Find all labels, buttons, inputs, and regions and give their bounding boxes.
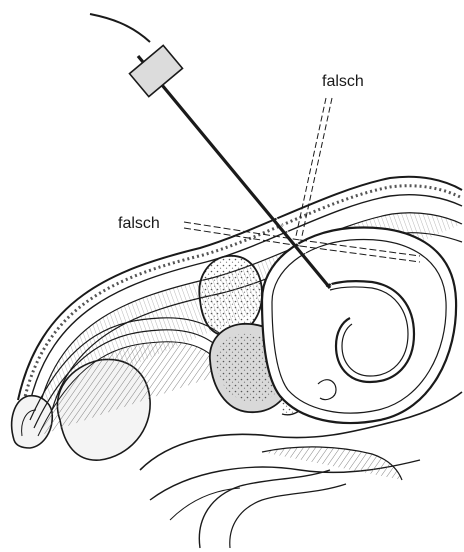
needle-icon: [90, 14, 332, 288]
bladder: [262, 228, 456, 423]
label-wrong-path-left: falsch: [118, 216, 160, 232]
syringe-hub-icon: [130, 45, 183, 96]
label-wrong-path-top: falsch: [322, 74, 364, 90]
